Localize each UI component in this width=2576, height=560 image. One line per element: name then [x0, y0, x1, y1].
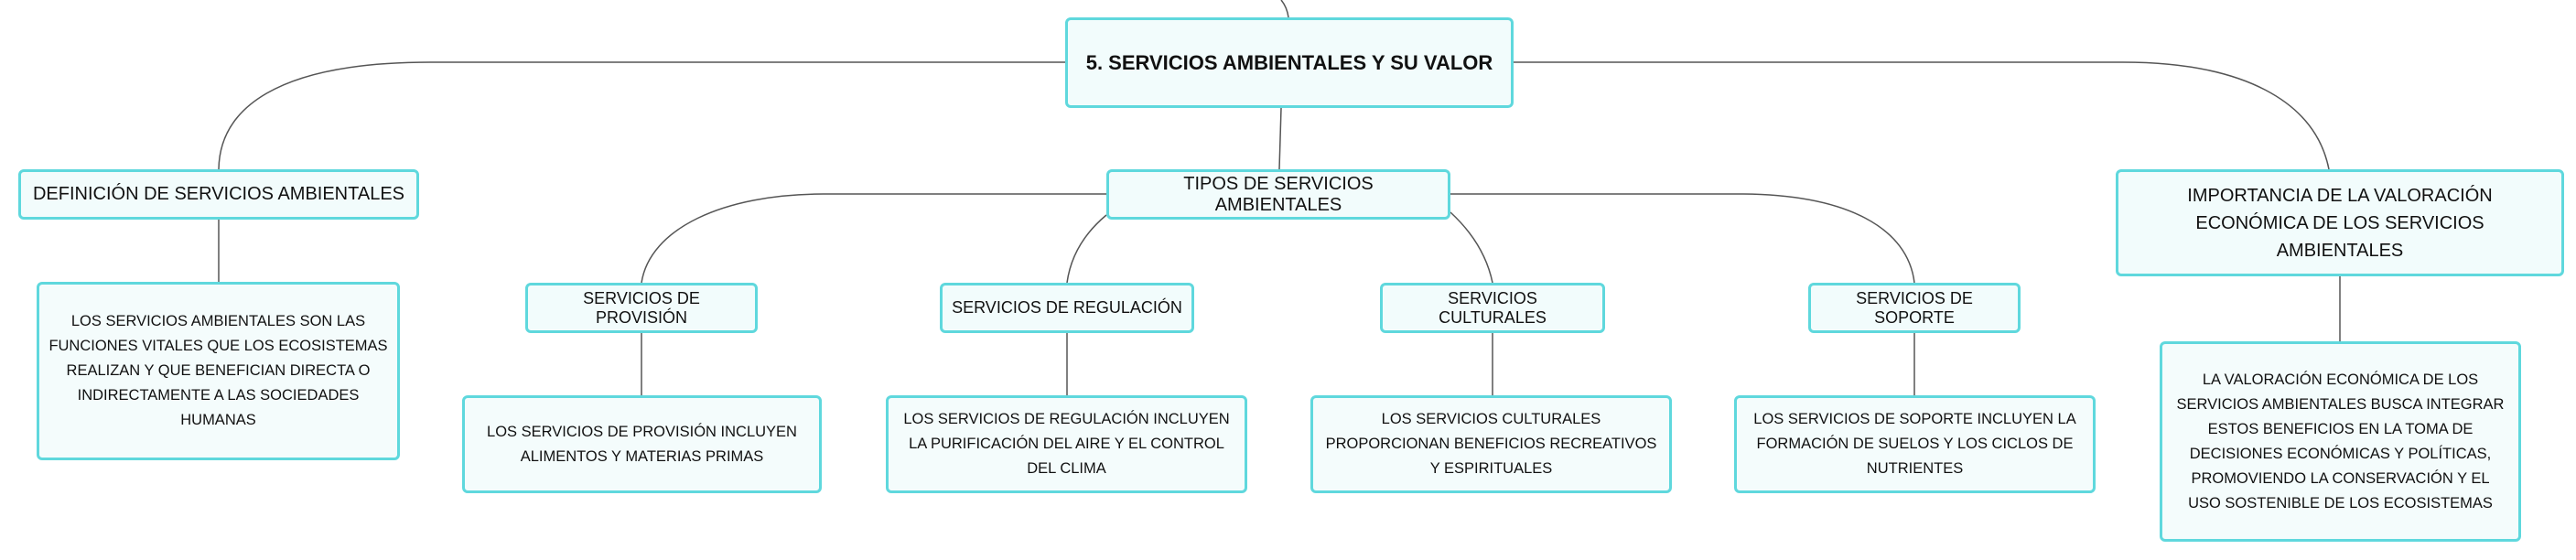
soporte-text-node[interactable]: LOS SERVICIOS DE SOPORTE INCLUYEN LA FOR… [1734, 395, 2096, 493]
culturales-node[interactable]: SERVICIOS CULTURALES [1380, 283, 1605, 333]
definicion-text: LOS SERVICIOS AMBIENTALES SON LAS FUNCIO… [49, 313, 388, 428]
definicion-node[interactable]: DEFINICIÓN DE SERVICIOS AMBIENTALES [18, 169, 419, 220]
importancia-text-node[interactable]: LA VALORACIÓN ECONÓMICA DE LOS SERVICIOS… [2160, 341, 2521, 542]
tipos-node[interactable]: TIPOS DE SERVICIOS AMBIENTALES [1106, 169, 1450, 220]
connector-tipos-provision [641, 193, 1106, 284]
soporte-text: LOS SERVICIOS DE SOPORTE INCLUYEN LA FOR… [1753, 411, 2076, 477]
provision-text-node[interactable]: LOS SERVICIOS DE PROVISIÓN INCLUYEN ALIM… [462, 395, 822, 493]
root-label: 5. SERVICIOS AMBIENTALES Y SU VALOR [1085, 50, 1493, 74]
connector-root-tipos [1278, 107, 1282, 170]
root-node[interactable]: 5. SERVICIOS AMBIENTALES Y SU VALOR [1065, 17, 1514, 108]
regulacion-label: SERVICIOS DE REGULACIÓN [952, 298, 1182, 317]
culturales-text: LOS SERVICIOS CULTURALES PROPORCIONAN BE… [1325, 411, 1657, 477]
importancia-text: LA VALORACIÓN ECONÓMICA DE LOS SERVICIOS… [2176, 371, 2505, 512]
soporte-label: SERVICIOS DE SOPORTE [1856, 288, 1973, 327]
connector-tipos-regulacion [1066, 214, 1107, 284]
soporte-node[interactable]: SERVICIOS DE SOPORTE [1808, 283, 2021, 333]
provision-text: LOS SERVICIOS DE PROVISIÓN INCLUYEN ALIM… [487, 423, 797, 465]
provision-node[interactable]: SERVICIOS DE PROVISIÓN [525, 283, 758, 333]
provision-label: SERVICIOS DE PROVISIÓN [583, 288, 700, 327]
culturales-label: SERVICIOS CULTURALES [1439, 288, 1547, 327]
definicion-text-node[interactable]: LOS SERVICIOS AMBIENTALES SON LAS FUNCIO… [37, 282, 400, 460]
connector-root-importancia [1514, 61, 2330, 170]
regulacion-node[interactable]: SERVICIOS DE REGULACIÓN [940, 283, 1194, 333]
importancia-label: IMPORTANCIA DE LA VALORACIÓN ECONÓMICA D… [2187, 185, 2493, 261]
regulacion-text: LOS SERVICIOS DE REGULACIÓN INCLUYEN LA … [903, 411, 1230, 477]
importancia-node[interactable]: IMPORTANCIA DE LA VALORACIÓN ECONÓMICA D… [2116, 169, 2564, 276]
regulacion-text-node[interactable]: LOS SERVICIOS DE REGULACIÓN INCLUYEN LA … [886, 395, 1247, 493]
tipos-label: TIPOS DE SERVICIOS AMBIENTALES [1183, 173, 1374, 215]
connector-root-definicion [218, 61, 1065, 170]
definicion-label: DEFINICIÓN DE SERVICIOS AMBIENTALES [32, 184, 404, 204]
connector-tipos-soporte [1450, 193, 1915, 284]
connector-tipos-culturales [1450, 211, 1493, 284]
connector-parent-root [1280, 0, 1289, 18]
culturales-text-node[interactable]: LOS SERVICIOS CULTURALES PROPORCIONAN BE… [1310, 395, 1672, 493]
